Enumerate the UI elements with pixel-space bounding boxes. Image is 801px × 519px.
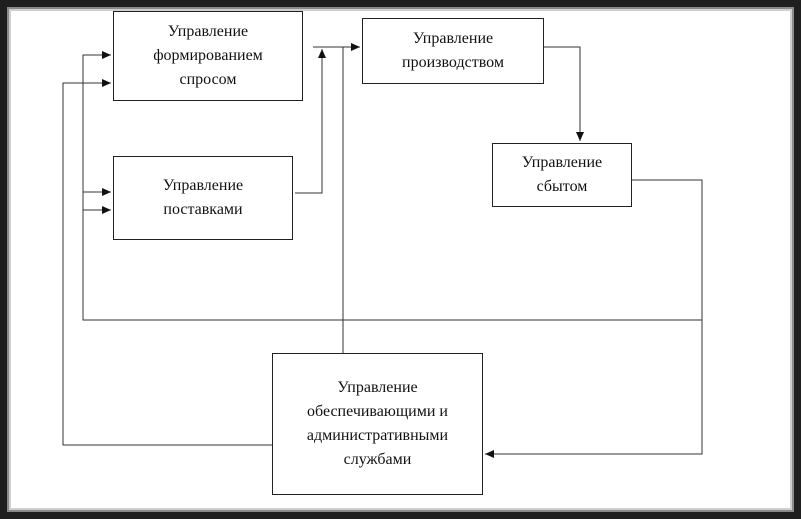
node-support-services-management: Управление обеспечивающими и администрат… bbox=[272, 353, 483, 495]
edge-sales-support bbox=[485, 179, 703, 458]
node-demand-management: Управление формированием спросом bbox=[113, 11, 303, 101]
node-production-management: Управление производством bbox=[362, 18, 544, 84]
node-sales-management: Управление сбытом bbox=[492, 143, 632, 207]
node-label: Управление производством bbox=[402, 30, 504, 71]
edge-sales-feedback bbox=[82, 51, 702, 321]
node-label: Управление формированием спросом bbox=[153, 23, 263, 88]
edge-support-demand bbox=[62, 79, 272, 446]
node-supply-management: Управление поставками bbox=[113, 156, 293, 240]
node-label: Управление поставками bbox=[162, 177, 244, 218]
node-label: Управление сбытом bbox=[521, 154, 603, 195]
node-label: Управление обеспечивающими и администрат… bbox=[306, 379, 449, 468]
edge-supply-production bbox=[295, 49, 326, 194]
edge-production-sales bbox=[544, 46, 584, 141]
